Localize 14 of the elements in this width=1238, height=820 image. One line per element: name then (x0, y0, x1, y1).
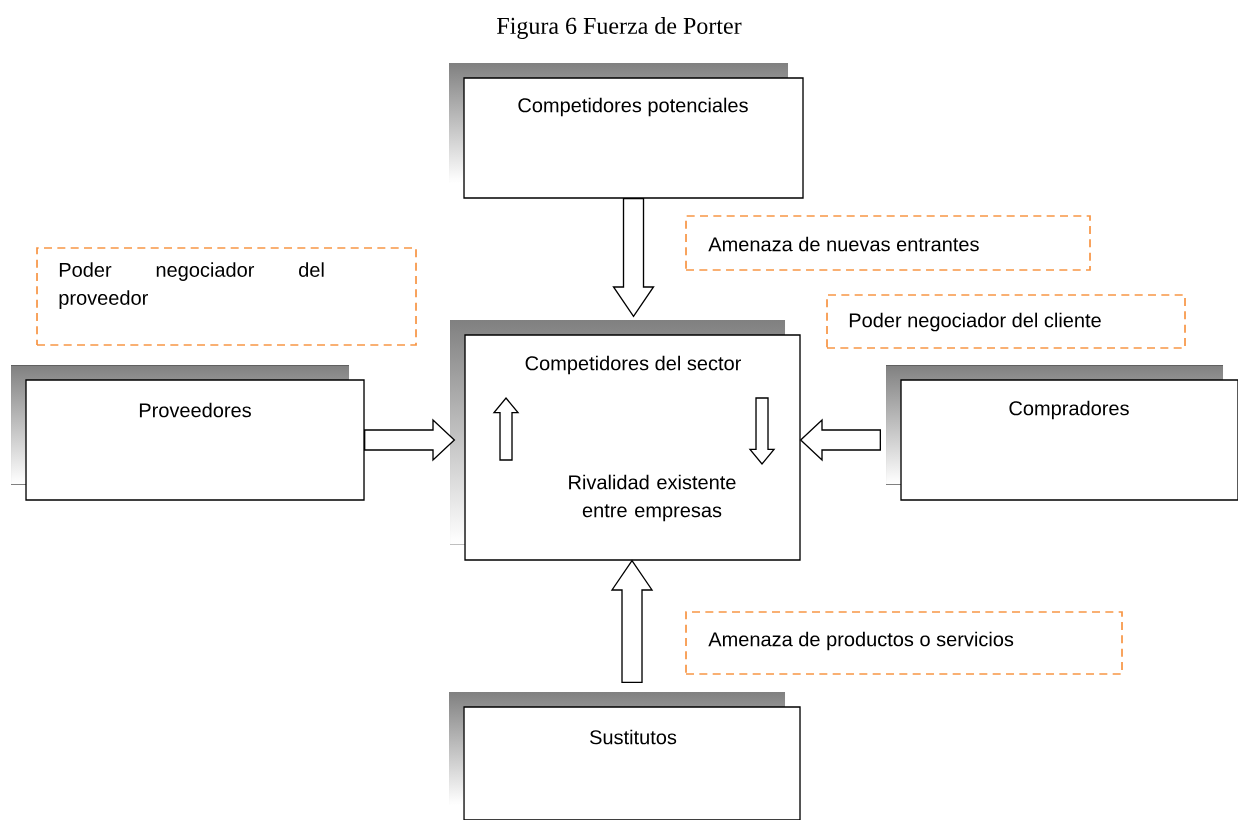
block-arrow (610, 559, 654, 683)
block-arrow (799, 418, 881, 462)
force-box: Competidores potenciales (449, 63, 804, 199)
callout-box: Amenaza de productos o servicios (685, 611, 1123, 675)
force-box: Sustitutos (449, 692, 801, 820)
block-arrow (612, 198, 655, 318)
title: Figura 6 Fuerza de Porter (497, 17, 742, 39)
callout-box: Amenaza de nuevas entrantes (685, 215, 1091, 271)
force-box: Compradores (886, 365, 1238, 501)
callout-box: Poder negociador del cliente (826, 294, 1186, 349)
block-arrow (364, 418, 456, 462)
force-box: Competidores del sector Rivalidad existente entre empresas (450, 320, 801, 561)
callout-box: Poder negociador del proveedor (36, 247, 417, 346)
force-box: Proveedores (11, 365, 365, 501)
